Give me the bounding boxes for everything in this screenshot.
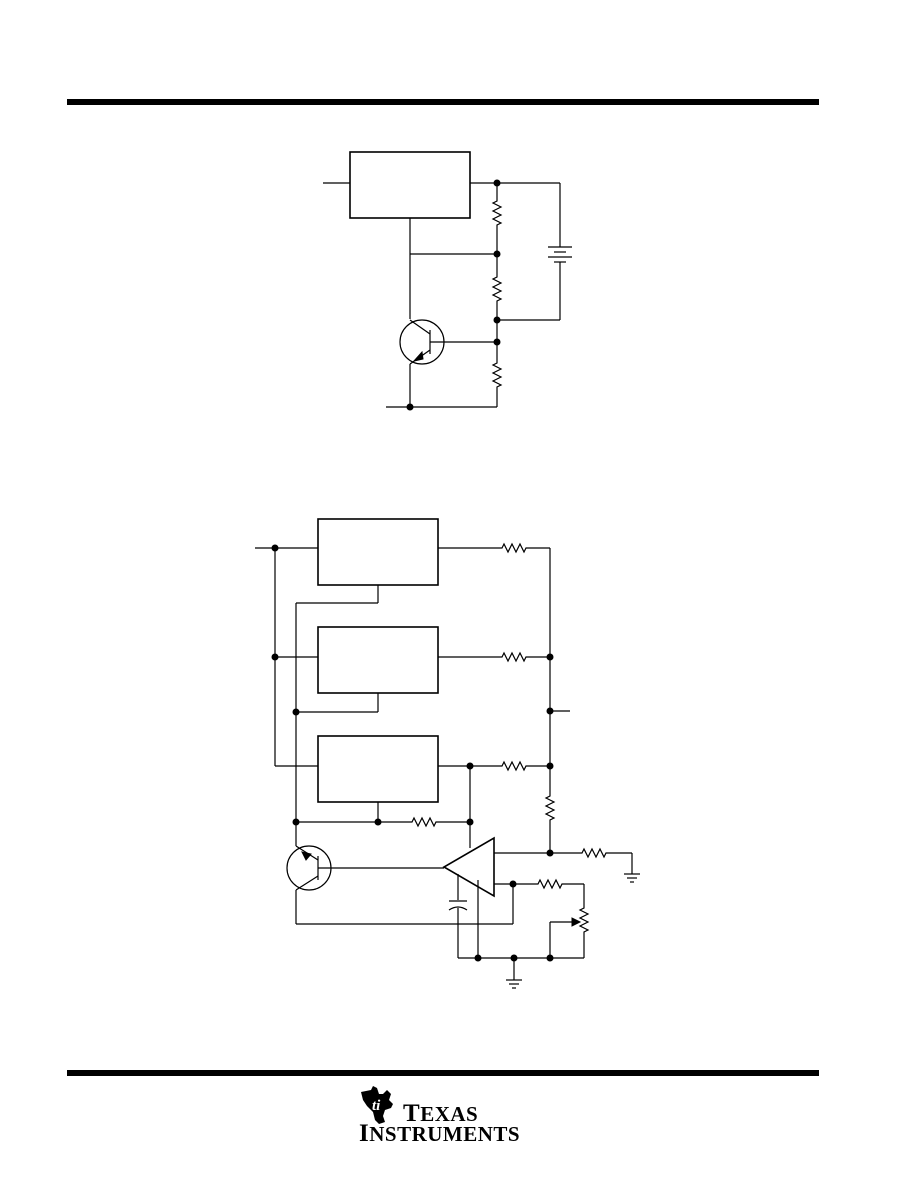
- resistor-sense: [544, 794, 556, 822]
- junction-dot: [271, 653, 279, 661]
- junction-dot: [546, 849, 554, 857]
- op-amp: [442, 836, 495, 898]
- junction-dot: [292, 818, 300, 826]
- regulator-block-3: [317, 735, 439, 803]
- resistor-r1: [491, 199, 503, 227]
- regulator-block-top: [349, 151, 471, 219]
- logo-initial-i: I: [359, 1120, 370, 1147]
- resistor-feedback: [536, 878, 564, 890]
- schematic-top-group: [323, 151, 572, 411]
- transistor-collector: [409, 319, 431, 335]
- ti-logo-icon: ti: [361, 1086, 393, 1124]
- junction-dot: [474, 954, 482, 962]
- resistor-out-1: [500, 542, 528, 554]
- junction-dot: [546, 954, 554, 962]
- capacitor-plate-curved: [448, 906, 468, 911]
- logo-text-exas: EXAS: [420, 1102, 479, 1126]
- junction-dot: [546, 707, 554, 715]
- junction-dot: [546, 653, 554, 661]
- resistor-ground: [580, 847, 608, 859]
- regulator-block-2: [317, 626, 439, 694]
- transistor-collector: [295, 875, 319, 891]
- junction-dot: [466, 818, 474, 826]
- schematic-bottom-group: [255, 518, 640, 989]
- wiper-arrow-icon: [571, 917, 582, 927]
- header-rule: [67, 99, 819, 105]
- resistor-out-2: [500, 651, 528, 663]
- resistor-r3: [491, 361, 503, 389]
- junction-dot: [493, 338, 501, 346]
- junction-dot: [406, 403, 414, 411]
- junction-dot: [493, 250, 501, 258]
- resistor-out-3: [500, 760, 528, 772]
- resistor-adj: [410, 816, 438, 828]
- logo-wordmark-line1: TEXAS: [403, 1100, 478, 1128]
- logo-wordmark-line2: INSTRUMENTS: [359, 1120, 520, 1148]
- emitter-arrow-icon: [301, 851, 312, 861]
- logo-text-nstruments: NSTRUMENTS: [369, 1122, 521, 1146]
- junction-dot: [466, 762, 474, 770]
- junction-dot: [493, 316, 501, 324]
- emitter-arrow-icon: [412, 350, 424, 362]
- texas-instruments-logo: ti TEXAS INSTRUMENTS: [357, 1086, 527, 1147]
- junction-dot: [292, 708, 300, 716]
- junction-dot: [271, 544, 279, 552]
- junction-dot: [493, 179, 501, 187]
- junction-dot: [509, 880, 517, 888]
- footer-rule: [67, 1070, 819, 1076]
- logo-initial-t: T: [403, 1100, 421, 1127]
- junction-dot: [510, 954, 518, 962]
- svg-text:ti: ti: [372, 1098, 381, 1114]
- junction-dot: [546, 762, 554, 770]
- potentiometer: [578, 906, 590, 934]
- regulator-block-1: [317, 518, 439, 586]
- junction-dot: [374, 818, 382, 826]
- resistor-r2: [491, 275, 503, 303]
